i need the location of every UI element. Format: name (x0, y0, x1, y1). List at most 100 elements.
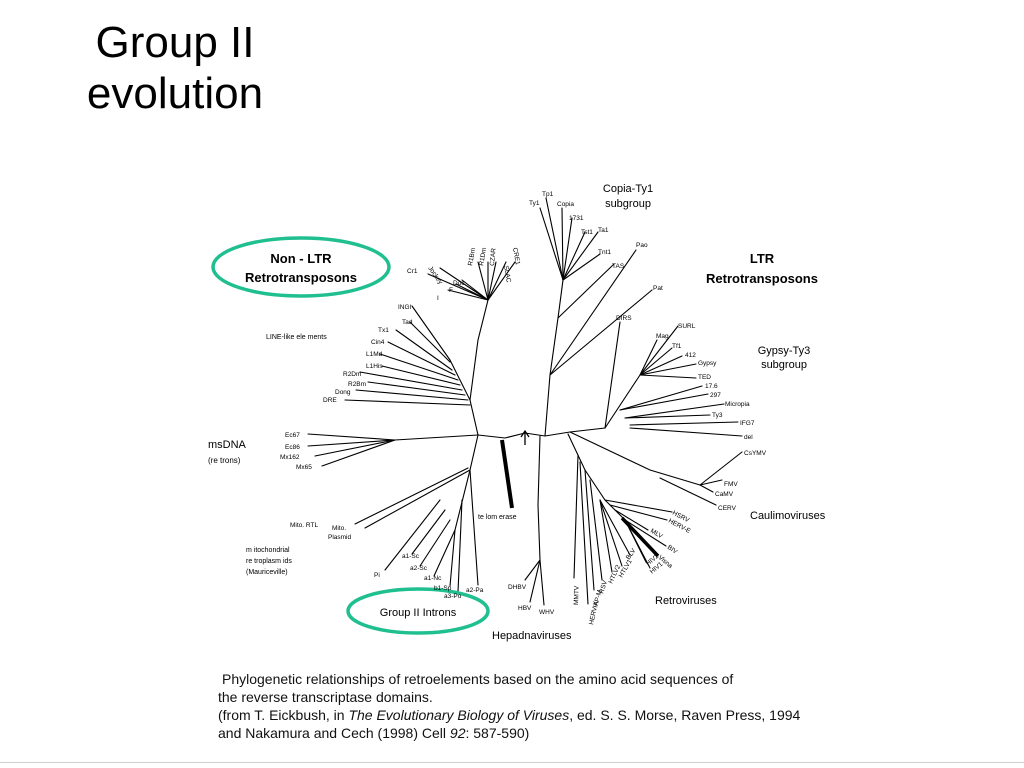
taxon-csymv: CsYMV (744, 450, 767, 457)
branch-l1hs (381, 365, 461, 386)
taxon-b1sp: b1-Sp (434, 585, 452, 592)
taxon-tad: Tad (402, 319, 413, 326)
taxon-r2bm: R2Bm (348, 381, 366, 388)
taxon-fmv: FMV (724, 481, 738, 488)
branch-ingi (411, 305, 451, 361)
taxon-dirs: DIRS (616, 315, 632, 322)
branch-ifg7 (629, 421, 739, 426)
branch-hsrv (604, 499, 673, 513)
branch-gypsy (639, 363, 697, 376)
branch-r1bm (477, 261, 489, 301)
taxon-tnt1: Tnt1 (598, 249, 611, 256)
taxon-ted: TED (698, 374, 711, 381)
taxon-f: F (449, 287, 453, 294)
branch-1731 (562, 217, 573, 281)
branch-297 (619, 393, 709, 411)
branch-l1md (379, 353, 459, 381)
branch-b1sp (449, 529, 456, 587)
taxon-copia: Copia (557, 201, 574, 208)
taxon-tx1: Tx1 (378, 327, 389, 334)
taxon-mx162: Mx162 (280, 454, 300, 461)
branch-blv (599, 499, 631, 556)
branch-gypsy-clade (569, 374, 641, 433)
branch-mito-rtl (354, 467, 469, 525)
taxon-pi: Pi (374, 572, 380, 579)
taxon-mlv: MLV (649, 528, 664, 541)
taxon-ty3: Ty3 (712, 412, 723, 419)
branch-cr1 (427, 273, 489, 301)
caption-line-4: and Nakamura and Cech (1998) Cell 92: 58… (218, 724, 938, 742)
branch-pi (384, 499, 441, 571)
taxon-ingi: INGI (398, 304, 412, 311)
branch-rsv (589, 479, 603, 581)
taxon-dong: Dong (335, 389, 351, 396)
tree-branches (307, 197, 743, 606)
taxon-rsv: RSV (598, 579, 609, 595)
line-like-label: LINE-like ele ments (266, 334, 327, 341)
branch-f (455, 283, 489, 301)
branch-tnt1 (562, 253, 601, 281)
branch-camv (699, 484, 714, 493)
ltr-label-line1: LTR (750, 251, 775, 266)
taxon-r1dm: R1Dm (478, 247, 488, 266)
branch-csymv (699, 451, 743, 486)
branch-cin4 (387, 341, 456, 376)
branch-htlv1 (599, 499, 623, 567)
root-arrow-icon (520, 429, 530, 445)
branch-a1nc (433, 529, 456, 577)
taxon-mx65: Mx65 (296, 464, 312, 471)
taxon-pat: Pat (653, 285, 663, 292)
branch-micropia (624, 403, 725, 419)
taxon-a1nc: a1-Nc (424, 575, 442, 582)
slide-title: Group II evolution (60, 18, 290, 119)
branch-copia-clade (544, 279, 564, 437)
branch-r2bm (367, 381, 466, 396)
retroviruses-label: Retroviruses (655, 595, 717, 607)
taxon-17-6: 17.6 (705, 383, 718, 390)
non-ltr-oval (211, 236, 391, 298)
branch-pao (549, 249, 637, 376)
caption-citation-suffix: , ed. S. S. Morse, Raven Press, 1994 (569, 707, 801, 723)
taxon-slac: SLAC (502, 265, 512, 283)
taxon-ty1: Ty1 (529, 200, 540, 207)
branch-ty3 (624, 414, 711, 419)
taxon-dre: DRE (323, 397, 337, 404)
branch-a3po (457, 499, 463, 593)
branch-tp1 (545, 197, 564, 281)
branch-dirs (604, 321, 621, 429)
non-ltr-label-line2: Retrotransposons (245, 270, 357, 285)
non-ltr-label-line1: Non - LTR (270, 251, 332, 266)
branch-cre1 (487, 261, 516, 301)
branch-intron-clade (454, 434, 479, 531)
branch-ec67 (307, 433, 396, 441)
taxon-a1sc: a1-Sc (402, 553, 420, 560)
figure-caption: Phylogenetic relationships of retroeleme… (218, 670, 938, 742)
taxon-tf1: Tf1 (672, 343, 682, 350)
branch-slac (487, 261, 507, 301)
branch-jockey (439, 267, 489, 301)
caption-line-1: Phylogenetic relationships of retroeleme… (222, 671, 734, 687)
taxon-a2pa: a2-Pa (466, 587, 484, 594)
branch-mito-plasmid (364, 469, 471, 529)
mito-label-line1: m itochondrial (246, 547, 290, 554)
branch-tad (409, 321, 451, 363)
gypsy-subgroup-line2: subgroup (761, 359, 807, 371)
branch-whv (539, 559, 545, 606)
title-line-1: Group II (95, 18, 255, 67)
taxon-whv: WHV (539, 609, 555, 616)
caption-book-title: The Evolutionary Biology of Viruses (348, 707, 570, 723)
taxon-i: I (437, 295, 439, 302)
taxon-dhbv: DHBV (508, 584, 527, 591)
telomerase-label: te lom erase (478, 514, 517, 521)
taxon-gypsy: Gypsy (698, 360, 717, 367)
taxon-doc: Doc (453, 280, 465, 287)
gypsy-subgroup-line1: Gypsy-Ty3 (758, 345, 811, 357)
taxon-a2sc: a2-Sc (410, 565, 428, 572)
taxon-mmtv: MMTV (573, 585, 581, 605)
branch-tx1 (395, 329, 453, 371)
taxon-mito-rtl: Mito. RTL (290, 522, 318, 529)
taxon-r2dm: R2Dm (343, 371, 361, 378)
branch-a2sc (419, 519, 451, 567)
taxon-pao: Pao (636, 242, 648, 249)
taxon-ifg7: IFG7 (740, 420, 755, 427)
